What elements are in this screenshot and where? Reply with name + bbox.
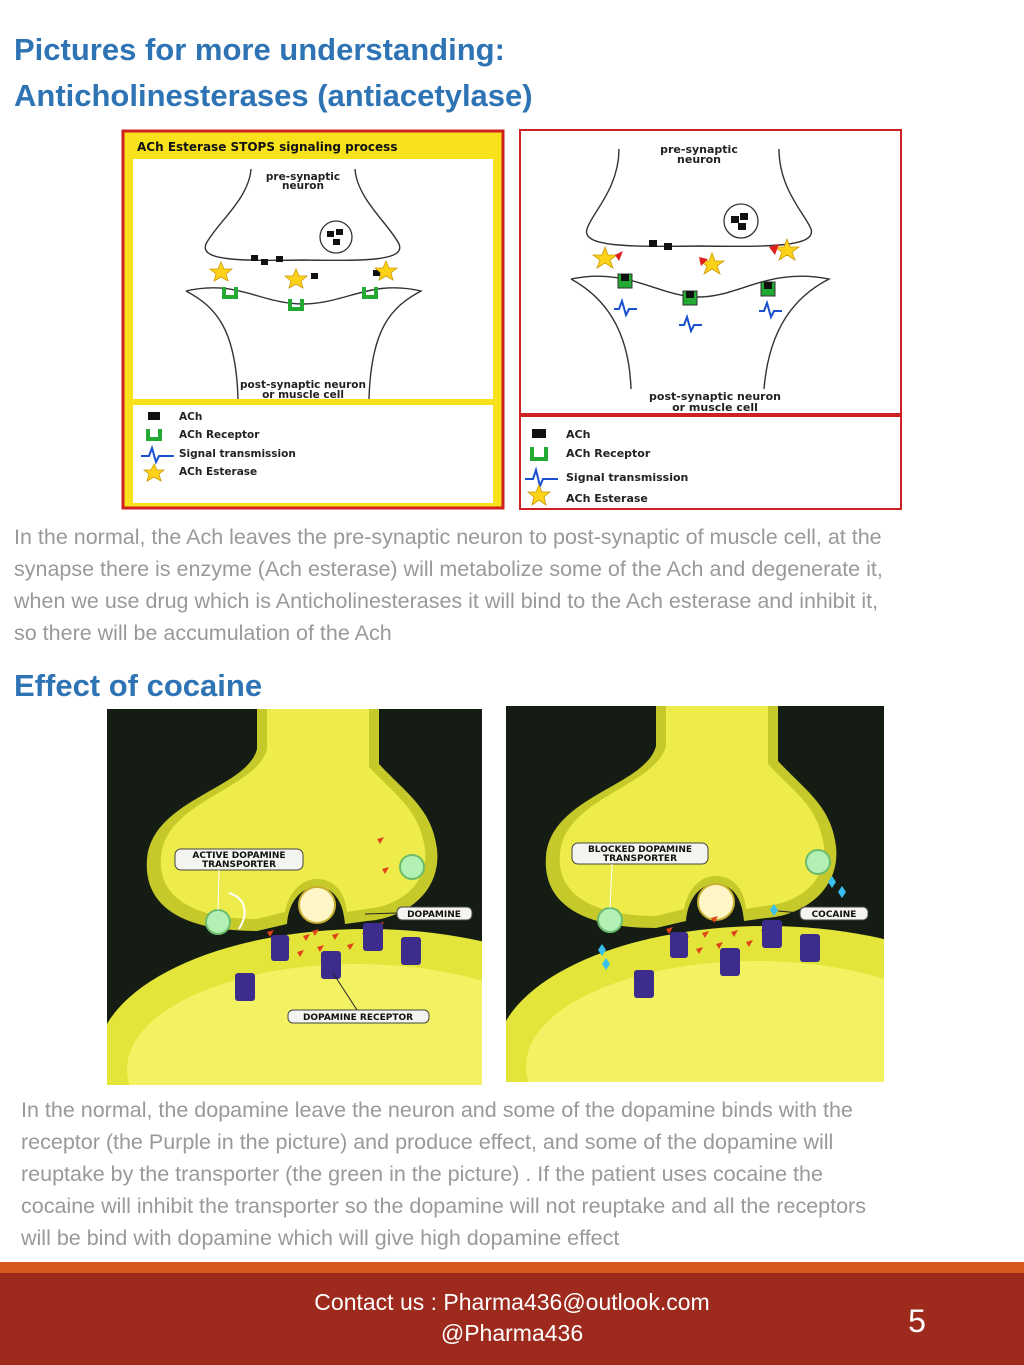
ach-receptor [362,287,378,299]
dopamine-receptors [235,923,421,1001]
esterase-icon [526,483,552,506]
footer-contact: Contact us : Pharma436@outlook.com [314,1289,710,1315]
post-synaptic-label-line1: post-synaptic neuron [649,390,781,403]
paragraph-line: In the normal, the dopamine leave the ne… [21,1098,853,1122]
vesicle [298,886,336,924]
legend-ach-esterase: ACh Esterase [566,492,648,505]
footer-handle: @Pharma436 [440,1320,584,1346]
ach-molecule [373,270,380,276]
dopamine-transporter [805,849,831,875]
pre-synaptic-label-line2: neuron [282,180,324,192]
paragraph-line: In the normal, the Ach leaves the pre-sy… [14,525,882,549]
esterase-icon [142,463,166,482]
ach-esterase-figure-right: pre-synaptic neuron post-synaptic neuron… [519,129,902,510]
ach-esterase-figure-left: ACh Esterase STOPS signaling process pre… [121,129,505,510]
ach-esterase-star [208,260,234,282]
dopamine-transporter [597,907,623,933]
ach-esterase-star [773,237,801,261]
paragraph-line: synapse there is enzyme (Ach esterase) w… [14,557,883,581]
post-synaptic-cell [570,275,832,390]
paragraph-line: receptor (the Purple in the picture) and… [21,1130,834,1154]
section-title-cocaine: Effect of cocaine [14,668,263,703]
page-title-line2: Anticholinesterases (antiacetylase) [14,78,533,113]
dopamine-receptors [634,920,820,998]
vesicle [319,220,353,254]
signal-icon [525,466,558,490]
dopamine-receptor-label: DOPAMINE RECEPTOR [303,1013,413,1023]
dopamine-transporter [399,854,425,880]
footer-bar [0,1262,1024,1365]
reuptake-arrow [228,892,246,930]
ach-legend: ACh ACh Receptor Signal transmission ACh… [525,428,688,506]
cocaine-molecules [598,876,846,970]
ach-esterase-star [591,245,619,269]
ach-molecule [251,255,258,261]
active-transporter-label-line2: TRANSPORTER [202,860,276,870]
ach-receptor [764,282,772,289]
dopamine-figure-left: ACTIVE DOPAMINE TRANSPORTER DOPAMINE DOP… [107,709,482,1085]
ach-esterase-star [283,267,309,289]
legend-ach: ACh [566,428,590,441]
blocked-transporter-label-line1: BLOCKED DOPAMINE [588,845,692,855]
legend-signal: Signal transmission [179,448,296,460]
legend-ach-receptor: ACh Receptor [566,447,651,460]
pre-synaptic-label-line2: neuron [677,153,721,166]
ach-esterase-star [373,259,399,281]
footer-stripe [0,1262,1024,1273]
post-synaptic-cell [185,287,423,400]
dopamine-label: DOPAMINE [407,910,461,920]
legend-ach: ACh [179,411,202,423]
paragraph-line: when we use drug which is Anticholineste… [14,589,879,613]
page-title-line1: Pictures for more understanding: [14,32,505,67]
vesicle [723,203,759,239]
signal-icon [141,444,174,465]
signal-icon [759,299,782,320]
dopamine-figure-right: BLOCKED DOPAMINE TRANSPORTER COCAINE [506,706,884,1082]
paragraph-anticholinesterases: In the normal, the Ach leaves the pre-sy… [14,521,883,649]
paragraph-line: reuptake by the transporter (the green i… [21,1162,823,1186]
dopamine-transporter [205,909,231,935]
vesicle [697,883,735,921]
ach-figure-header: ACh Esterase STOPS signaling process [137,140,397,154]
pre-synaptic-label-line1: pre-synaptic [266,171,340,183]
ach-receptor [288,299,304,311]
paragraph-line: will be bind with dopamine which will gi… [21,1226,620,1250]
pre-synaptic-neuron [204,168,401,262]
paragraph-line: so there will be accumulation of the Ach [14,621,392,645]
ach-molecule [649,240,657,247]
cocaine-label: COCAINE [812,910,857,920]
paragraph-line: cocaine will inhibit the transporter so … [21,1194,866,1218]
ach-legend: ACh ACh Receptor Signal transmission ACh… [141,411,296,482]
blocked-transporter-label-line2: TRANSPORTER [603,854,677,864]
paragraph-cocaine: In the normal, the dopamine leave the ne… [21,1094,866,1254]
post-synaptic-label-line1: post-synaptic neuron [240,379,366,391]
signal-icon [679,313,702,334]
post-synaptic-label-line2: or muscle cell [672,401,758,414]
post-synaptic-label-line2: or muscle cell [262,389,344,401]
ach-molecule [311,273,318,279]
page-number: 5 [908,1303,926,1339]
active-transporter-label-line1: ACTIVE DOPAMINE [192,851,285,861]
ach-receptor [621,274,629,281]
pre-synaptic-label-line1: pre-synaptic [660,143,738,156]
ach-receptor [222,287,238,299]
legend-signal: Signal transmission [566,471,688,484]
legend-ach-esterase: ACh Esterase [179,466,257,478]
signal-icon [614,297,637,318]
legend-ach-receptor: ACh Receptor [179,429,260,441]
pre-synaptic-neuron [585,148,813,248]
ach-molecule [664,243,672,250]
ach-molecule [276,256,283,262]
ach-molecule [261,259,268,265]
ach-receptor [686,291,694,298]
